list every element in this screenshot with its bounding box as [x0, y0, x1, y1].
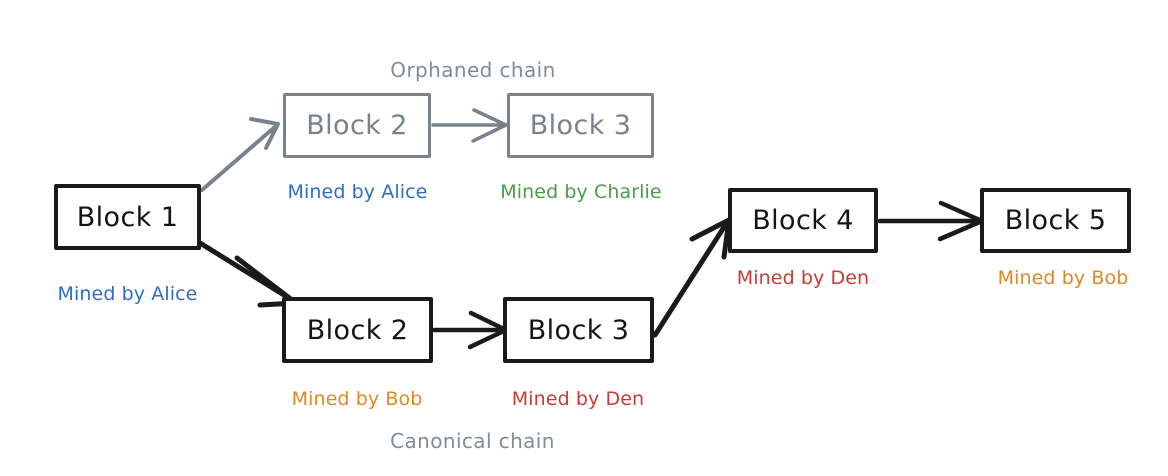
block-node-block1[interactable]: Block 1 — [54, 184, 201, 250]
block-label: Block 5 — [1004, 205, 1107, 236]
miner-label-canonical-block3: Mined by Den — [511, 388, 645, 410]
miner-label-orphan-block2: Mined by Alice — [287, 181, 428, 203]
block-node-canonical-block3[interactable]: Block 3 — [503, 297, 654, 363]
block-node-block5[interactable]: Block 5 — [980, 188, 1131, 253]
block-node-block4[interactable]: Block 4 — [728, 188, 878, 253]
edge-block4-to-block5 — [877, 200, 985, 242]
block-node-orphan-block2[interactable]: Block 2 — [283, 93, 431, 158]
canonical-chain-label: Canonical chain — [390, 429, 555, 453]
block-label: Block 4 — [752, 205, 854, 236]
block-label: Block 3 — [529, 110, 632, 141]
block-label: Block 2 — [306, 314, 409, 346]
miner-label-block4: Mined by Den — [736, 267, 870, 289]
miner-label-orphan-block3: Mined by Charlie — [500, 181, 662, 203]
orphaned-chain-label: Orphaned chain — [390, 58, 556, 82]
block-node-canonical-block2[interactable]: Block 2 — [282, 297, 433, 363]
block-label: Block 1 — [76, 201, 179, 233]
block-label: Block 2 — [306, 110, 408, 141]
block-label: Block 3 — [527, 314, 630, 346]
miner-label-block1: Mined by Alice — [57, 283, 198, 305]
miner-label-canonical-block2: Mined by Bob — [291, 388, 423, 410]
miner-label-block5: Mined by Bob — [997, 267, 1129, 289]
edge-orphan-block2-to-orphan-block3 — [431, 108, 508, 143]
edge-canonical-block2-to-canonical-block3 — [431, 310, 509, 350]
block-node-orphan-block3[interactable]: Block 3 — [507, 93, 654, 158]
edge-block1-to-orphan-block2 — [200, 117, 280, 192]
